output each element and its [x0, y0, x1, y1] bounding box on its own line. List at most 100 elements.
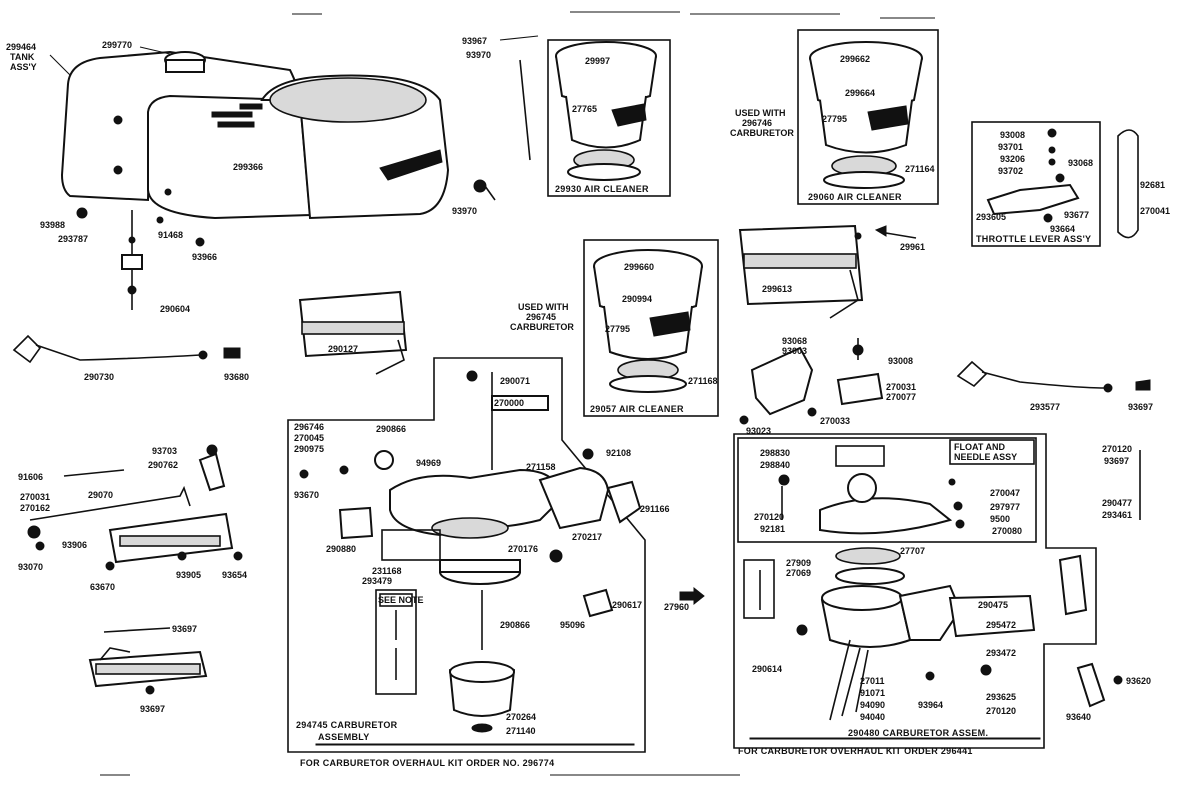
left-p2: 290762 [148, 460, 178, 470]
left-p8: 93654 [222, 570, 247, 580]
ac1-part-3: 29997 [585, 56, 610, 66]
throttle-part-10: 270041 [1140, 206, 1170, 216]
throttle-part-5: 93068 [1068, 158, 1093, 168]
carb1-p5: 290975 [294, 444, 324, 454]
linkage2-end: 93697 [1128, 402, 1153, 412]
carb1-sub-box: 270000 [494, 398, 524, 408]
carb1-box-1: 294745 CARBURETOR [296, 720, 398, 730]
carb1-p21: 27960 [664, 602, 689, 612]
throttle-part-6: 293605 [976, 212, 1006, 222]
throttle-part-7: 93677 [1064, 210, 1089, 220]
carb2-p10: 27909 [786, 558, 811, 568]
carb2-p1: 298830 [760, 448, 790, 458]
carburetor-assembly-2: FLOAT AND NEEDLE ASSY 290480 CARBURETOR … [733, 433, 1151, 756]
carb1-kit-label: SEE NOTE [378, 595, 424, 605]
carb1-p14: 95096 [560, 620, 585, 630]
carb1-p15: 231168 [372, 566, 402, 576]
governor-link: 93068 93003 93008 270031 270077 270033 9… [739, 336, 916, 436]
ac3-part-1: 299660 [624, 262, 654, 272]
ac3-part-3: 27795 [605, 324, 630, 334]
carb1-p8: 271158 [526, 462, 556, 472]
carb1-p20: 271140 [506, 726, 536, 736]
left-p4: 29070 [88, 490, 113, 500]
carb2-sub-1: FLOAT AND [954, 442, 1005, 452]
carb2-p20: 93964 [918, 700, 943, 710]
gov-part-4: 270031 [886, 382, 916, 392]
carb2-out-6: 93640 [1066, 712, 1091, 722]
tank-callout-1: 299464 [6, 42, 36, 52]
throttle-part-8: 93664 [1050, 224, 1075, 234]
left-p6: 270162 [20, 503, 50, 513]
carb2-p13: 295472 [986, 620, 1016, 630]
carb2-p22: 270120 [986, 706, 1016, 716]
gov-part-1: 93068 [782, 336, 807, 346]
fuel-part-4: 93966 [192, 252, 217, 262]
gov-part-7: 93023 [746, 426, 771, 436]
ac2-used-1: USED WITH [735, 108, 786, 118]
ac1-box-label: 29930 AIR CLEANER [555, 184, 649, 194]
carb1-p12: 92108 [606, 448, 631, 458]
carb1-p3: 270045 [294, 433, 324, 443]
throttle-part-9: 92681 [1140, 180, 1165, 190]
carb2-p6: 297977 [990, 502, 1020, 512]
fuel-part-1: 93988 [40, 220, 65, 230]
carb1-p16: 293479 [362, 576, 392, 586]
fuel-part-2: 293787 [58, 234, 88, 244]
carb1-p2: 296746 [294, 422, 324, 432]
throttle-part-2: 93701 [998, 142, 1023, 152]
ac3-used-2: 296745 [526, 312, 556, 322]
carb1-p19: 270264 [506, 712, 536, 722]
throttle-part-4: 93702 [998, 166, 1023, 176]
left-parts: 91606 290762 93703 29070 270031 270162 9… [18, 444, 247, 714]
left-p3: 93703 [152, 446, 177, 456]
carb1-p4: 290866 [376, 424, 406, 434]
carb2-p5: 270047 [990, 488, 1020, 498]
carb1-p17: 290617 [612, 600, 642, 610]
carb1-box-2: ASSEMBLY [318, 732, 370, 742]
carb2-sub-2: NEEDLE ASSY [954, 452, 1017, 462]
carb2-p8: 270080 [992, 526, 1022, 536]
left-p10: 93906 [62, 540, 87, 550]
carburetor-assembly-1: 270000 SEE NOTE 294745 CARBURETOR ASSEMB… [287, 357, 705, 768]
ac1-part-1: 93967 [462, 36, 487, 46]
tank-part-label: 299366 [233, 162, 263, 172]
tank-fastener: 93970 [452, 179, 496, 216]
linkage2-part: 293577 [1030, 402, 1060, 412]
carb2-p17: 91071 [860, 688, 885, 698]
carb1-p11: 270176 [508, 544, 538, 554]
left-p7: 93905 [176, 570, 201, 580]
throttle-box-label: THROTTLE LEVER ASS'Y [976, 234, 1091, 244]
carb2-p18: 94090 [860, 700, 885, 710]
gov-part-5: 270077 [886, 392, 916, 402]
scan-artifacts [100, 11, 935, 776]
carb2-p11: 27069 [786, 568, 811, 578]
gov-part-2: 93003 [782, 346, 807, 356]
ac2-box-label: 29060 AIR CLEANER [808, 192, 902, 202]
throttle-part-1: 93008 [1000, 130, 1025, 140]
ac2-part-2: 299664 [845, 88, 875, 98]
carb2-p21: 293625 [986, 692, 1016, 702]
left-p13: 93697 [140, 704, 165, 714]
ac3-used-3: CARBURETOR [510, 322, 574, 332]
gov-part-6: 270033 [820, 416, 850, 426]
carb2-p16: 27011 [860, 676, 885, 686]
carb2-box-label: 290480 CARBURETOR ASSEM. [848, 728, 988, 738]
carb1-p10: 290880 [326, 544, 356, 554]
ac3-part-4: 271168 [688, 376, 718, 386]
air-cleaner-3: 29057 AIR CLEANER 299660 290994 27795 27… [510, 239, 719, 417]
carb2-out-4: 293461 [1102, 510, 1132, 520]
ac1-part-2: 93970 [466, 50, 491, 60]
left-p12: 93697 [172, 624, 197, 634]
carb2-p9: 27707 [900, 546, 925, 556]
governor-bracket: 290127 [298, 290, 408, 375]
carb2-p2: 298840 [760, 460, 790, 470]
throttle-part-3: 93206 [1000, 154, 1025, 164]
fuel-tank-assembly: 299366 299770 299464 TANK ASS'Y [6, 40, 450, 220]
ac3-part-2: 290994 [622, 294, 652, 304]
carb2-out-5: 93620 [1126, 676, 1151, 686]
left-p1: 91606 [18, 472, 43, 482]
ac2-used-3: CARBURETOR [730, 128, 794, 138]
carb2-p15: 290614 [752, 664, 782, 674]
ac2-part-3: 27795 [822, 114, 847, 124]
